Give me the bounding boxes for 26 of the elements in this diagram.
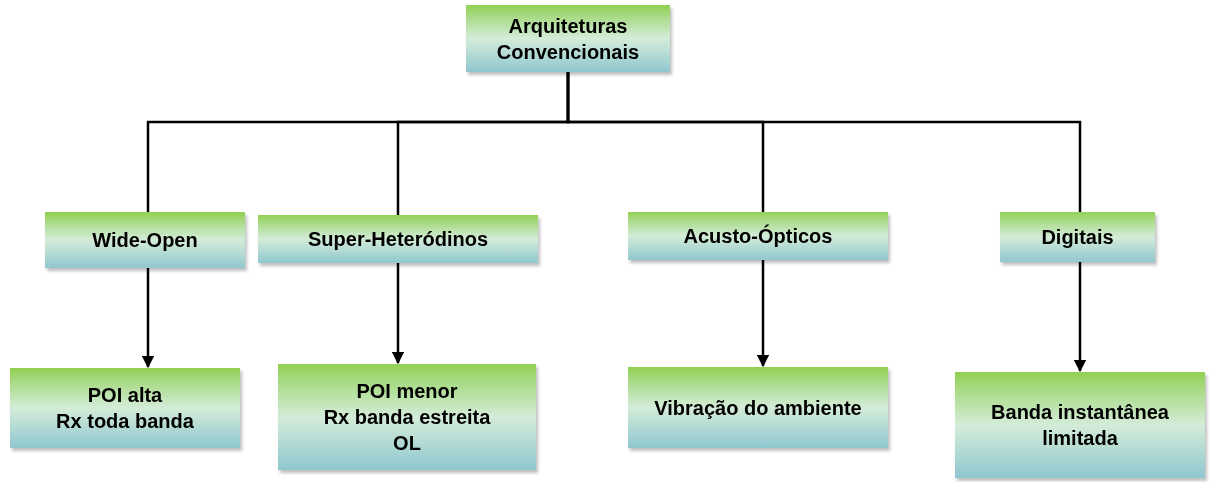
box-text: POI alta <box>87 383 163 408</box>
connector <box>391 263 405 365</box>
box-text: Banda instantânea limitada <box>990 400 1170 451</box>
gradient-box <box>628 367 888 448</box>
box-text: Vibração do ambiente <box>654 395 862 421</box>
box-text: Rx banda estreita <box>323 405 491 430</box>
gradient-box <box>45 212 245 268</box>
box-text: Digitais <box>1041 225 1114 250</box>
connector <box>756 260 770 368</box>
gradient-box <box>955 372 1205 478</box>
gradient-box <box>258 215 538 263</box>
gradient-box <box>466 5 670 72</box>
gradient-box <box>278 364 536 470</box>
box-text: OL <box>393 431 421 456</box>
box-text: POI menor <box>356 379 458 404</box>
box-text: Rx toda banda <box>56 409 194 434</box>
gradient-box <box>628 212 888 260</box>
gradient-box <box>1000 212 1155 262</box>
connector <box>141 268 155 369</box>
box-text: Super-Heteródinos <box>308 227 488 252</box>
box-text: Arquiteturas Convencionais <box>495 13 641 65</box>
gradient-box <box>10 368 240 448</box>
box-text: Acusto-Ópticos <box>683 223 833 249</box>
box-text: Wide-Open <box>92 228 198 253</box>
connector <box>1073 262 1087 373</box>
connector <box>566 72 1082 212</box>
